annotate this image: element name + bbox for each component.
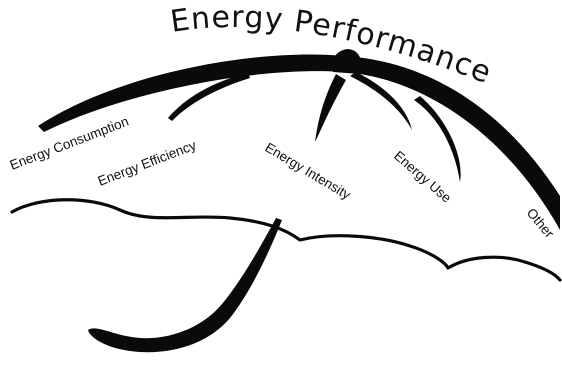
umbrella-rib-4 [414,96,461,182]
umbrella-rib-3 [350,72,412,130]
term-energy-efficiency: Energy Efficiency [96,137,199,188]
umbrella-rib-2 [315,74,346,142]
umbrella-rib-1 [168,73,250,121]
umbrella-lower-edge [10,198,562,282]
term-energy-consumption: Energy Consumption [8,114,131,173]
umbrella-handle [88,218,282,353]
term-energy-intensity: Energy Intensity [262,140,353,203]
umbrella-top-knob [332,49,362,74]
term-energy-use: Energy Use [391,148,454,206]
